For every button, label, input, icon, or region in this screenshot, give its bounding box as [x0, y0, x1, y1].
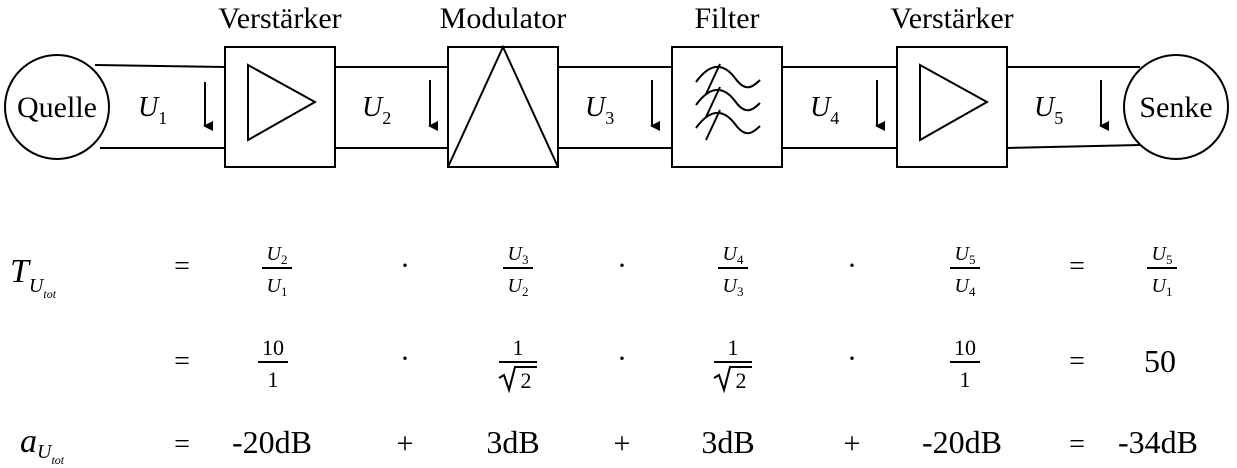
amplifier-2-label: Verstärker	[890, 2, 1013, 35]
amplifier-triangle-icon	[919, 63, 990, 142]
svg-text:U5: U5	[955, 243, 976, 267]
fraction-1-sqrt2: 1 2	[498, 335, 537, 394]
equals-sign: =	[174, 429, 190, 460]
svg-text:U3: U3	[508, 243, 529, 267]
voltage-label: U2	[362, 92, 391, 128]
fraction-u5-u1: U5 U1	[1147, 243, 1177, 299]
filter-waves-icon	[695, 63, 761, 141]
svg-text:U2: U2	[267, 243, 288, 267]
source-label: Quelle	[17, 91, 97, 124]
amplifier-1-label: Verstärker	[218, 2, 341, 35]
multiply-dot: ·	[847, 342, 857, 375]
amplifier-2-block: Verstärker	[890, 2, 1014, 168]
equation-row-values: = · · · = 10 1 1 2 1 2 10 1 50	[174, 335, 1176, 394]
source-node: Quelle	[4, 54, 110, 160]
equals-sign: =	[1069, 251, 1085, 282]
fraction-u3-u2: U3 U2	[503, 243, 533, 299]
multiply-dot: ·	[617, 342, 627, 375]
svg-text:2: 2	[521, 368, 532, 393]
voltage-label: U5	[1034, 92, 1063, 128]
sink-label: Senke	[1139, 91, 1212, 124]
svg-text:2: 2	[736, 368, 747, 393]
svg-text:U1: U1	[1152, 275, 1173, 299]
gain-value: 3dB	[486, 424, 539, 460]
connection-lines	[94, 64, 1141, 149]
modulator-label: Modulator	[440, 2, 567, 35]
svg-text:10: 10	[954, 335, 976, 360]
multiply-dot: ·	[617, 249, 627, 282]
fraction-10-1: 10 1	[950, 335, 980, 392]
equation-row-transfer: TUtot = · · · = U2 U1 U3 U2 U4 U3 U5 U4 …	[10, 243, 1177, 301]
plus-sign: +	[844, 427, 861, 460]
sqrt-icon	[713, 366, 752, 394]
transfer-symbol: TUtot	[10, 253, 57, 301]
svg-text:U4: U4	[955, 275, 976, 299]
amplifier-triangle-icon	[247, 63, 318, 142]
equals-sign: =	[1069, 346, 1085, 377]
voltage-label: U3	[585, 92, 614, 128]
fraction-10-1: 10 1	[258, 335, 288, 392]
equation-row-attenuation: aUtot = -20dB + 3dB + 3dB + -20dB = -34d…	[20, 423, 1198, 467]
fraction-1-sqrt2: 1 2	[713, 335, 752, 394]
fraction-u5-u4: U5 U4	[950, 243, 980, 299]
equals-sign: =	[174, 346, 190, 377]
voltage-u5: U5	[1034, 80, 1109, 131]
voltage-u3: U3	[585, 80, 660, 131]
plus-sign: +	[397, 427, 414, 460]
gain-value: 3dB	[701, 424, 754, 460]
voltage-label: U4	[810, 92, 839, 128]
attenuation-symbol: aUtot	[20, 423, 65, 467]
fraction-u4-u3: U4 U3	[718, 243, 748, 299]
result-value: -34dB	[1118, 424, 1198, 460]
voltage-u1: U1	[138, 82, 213, 131]
svg-text:U1: U1	[267, 275, 288, 299]
svg-text:U5: U5	[1152, 243, 1173, 267]
multiply-dot: ·	[400, 342, 410, 375]
gain-value: -20dB	[922, 424, 1002, 460]
svg-text:U4: U4	[723, 243, 744, 267]
equals-sign: =	[174, 251, 190, 282]
modulator-triangle-icon	[447, 44, 559, 168]
amplifier-1-block: Verstärker	[218, 2, 342, 168]
voltage-u4: U4	[810, 80, 885, 131]
svg-text:U3: U3	[723, 275, 744, 299]
multiply-dot: ·	[400, 249, 410, 282]
gain-value: -20dB	[232, 424, 312, 460]
svg-text:1: 1	[268, 367, 279, 392]
sqrt-icon	[498, 366, 537, 394]
svg-text:10: 10	[262, 335, 284, 360]
sink-node: Senke	[1123, 54, 1229, 160]
svg-text:1: 1	[960, 367, 971, 392]
svg-text:U2: U2	[508, 275, 529, 299]
result-value: 50	[1144, 343, 1176, 379]
filter-block: Filter	[671, 2, 783, 168]
plus-sign: +	[614, 427, 631, 460]
svg-text:1: 1	[513, 335, 524, 360]
voltage-label: U1	[138, 92, 167, 128]
svg-text:1: 1	[728, 335, 739, 360]
fraction-u2-u1: U2 U1	[262, 243, 292, 299]
equals-sign: =	[1069, 429, 1085, 460]
modulator-block: Modulator	[440, 2, 567, 168]
filter-label: Filter	[695, 2, 760, 35]
multiply-dot: ·	[847, 249, 857, 282]
voltage-u2: U2	[362, 80, 438, 131]
